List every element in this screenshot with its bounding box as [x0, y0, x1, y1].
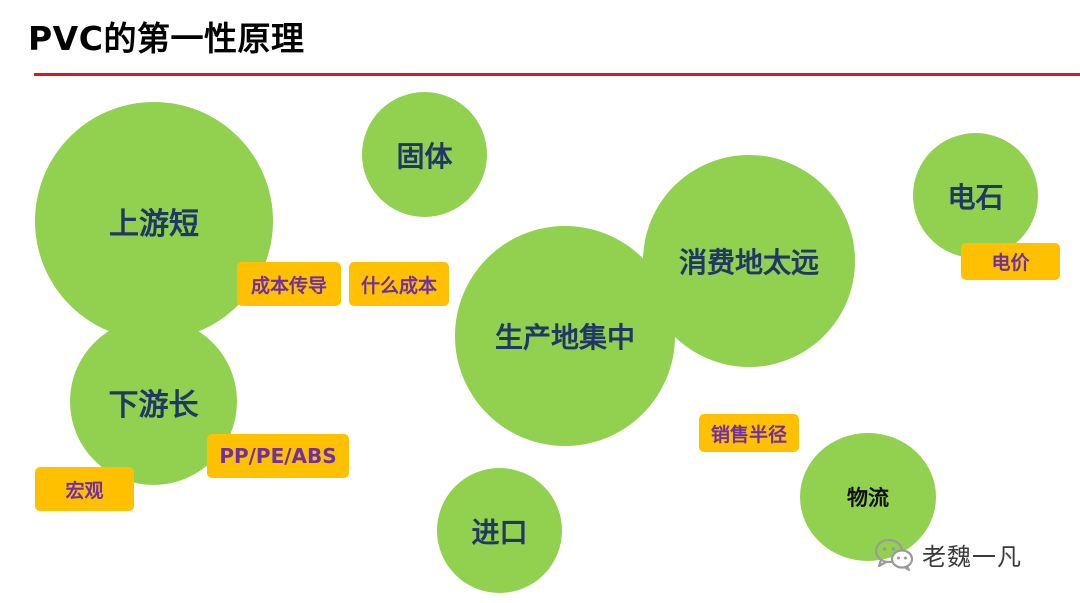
bubble-import: 进口	[437, 468, 562, 593]
watermark-text: 老魏一凡	[922, 542, 1022, 571]
bubble-label: 生产地集中	[494, 321, 635, 354]
bubble-upstream-short: 上游短	[35, 102, 273, 340]
bubble-logistics: 物流	[800, 433, 936, 561]
tag-what-cost: 什么成本	[349, 262, 449, 306]
title-divider	[34, 73, 1080, 76]
tag-macro: 宏观	[35, 467, 134, 511]
watermark: 老魏一凡	[874, 534, 1022, 574]
bubble-label: 固体	[396, 139, 453, 173]
bubble-calcium-carbide: 电石	[913, 133, 1038, 258]
wechat-icon	[874, 538, 914, 571]
bubble-label: 物流	[847, 486, 889, 510]
tag-electricity-price: 电价	[961, 243, 1060, 280]
bubble-solid: 固体	[362, 92, 487, 217]
tag-pp-pe-abs: PP/PE/ABS	[207, 434, 349, 478]
bubble-consumption-far: 消费地太远	[643, 155, 855, 367]
bubble-label: 上游短	[109, 207, 199, 242]
bubble-production-concentrated: 生产地集中	[455, 226, 675, 446]
bubble-label: 下游长	[108, 387, 199, 423]
tag-sales-radius: 销售半径	[699, 414, 799, 452]
bubble-label: 进口	[471, 515, 528, 549]
bubble-label: 电石	[947, 180, 1004, 214]
tag-cost-transmission: 成本传导	[237, 262, 341, 306]
bubble-label: 消费地太远	[678, 246, 819, 279]
page-title: PVC的第一性原理	[28, 19, 305, 58]
